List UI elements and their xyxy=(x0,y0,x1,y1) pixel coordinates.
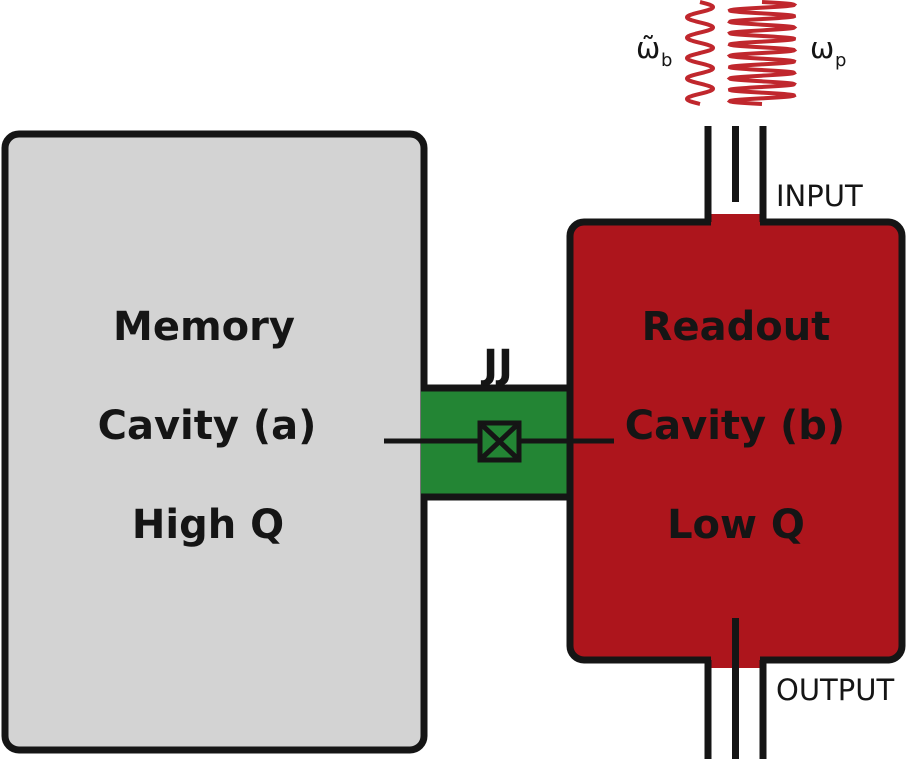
memory-title: Memory xyxy=(113,304,295,350)
omega-b-label: ω̃ xyxy=(636,31,660,65)
output-label: OUTPUT xyxy=(776,673,894,707)
junction-cross-b xyxy=(480,423,519,460)
omega-p-label: ω xyxy=(810,31,834,65)
memory-quality: High Q xyxy=(132,502,284,548)
omega-p-subscript: p xyxy=(835,50,846,71)
omega-p-wave-icon xyxy=(726,0,798,106)
readout-title: Readout xyxy=(642,304,831,350)
input-port-opening xyxy=(711,214,760,228)
omega-b-wave-icon xyxy=(684,0,716,106)
readout-subtitle: Cavity (b) xyxy=(625,403,845,449)
memory-subtitle: Cavity (a) xyxy=(98,403,317,449)
junction-label: JJ xyxy=(480,342,513,388)
readout-quality: Low Q xyxy=(667,502,805,548)
omega-b-subscript: b xyxy=(661,50,672,71)
input-label: INPUT xyxy=(776,179,863,213)
